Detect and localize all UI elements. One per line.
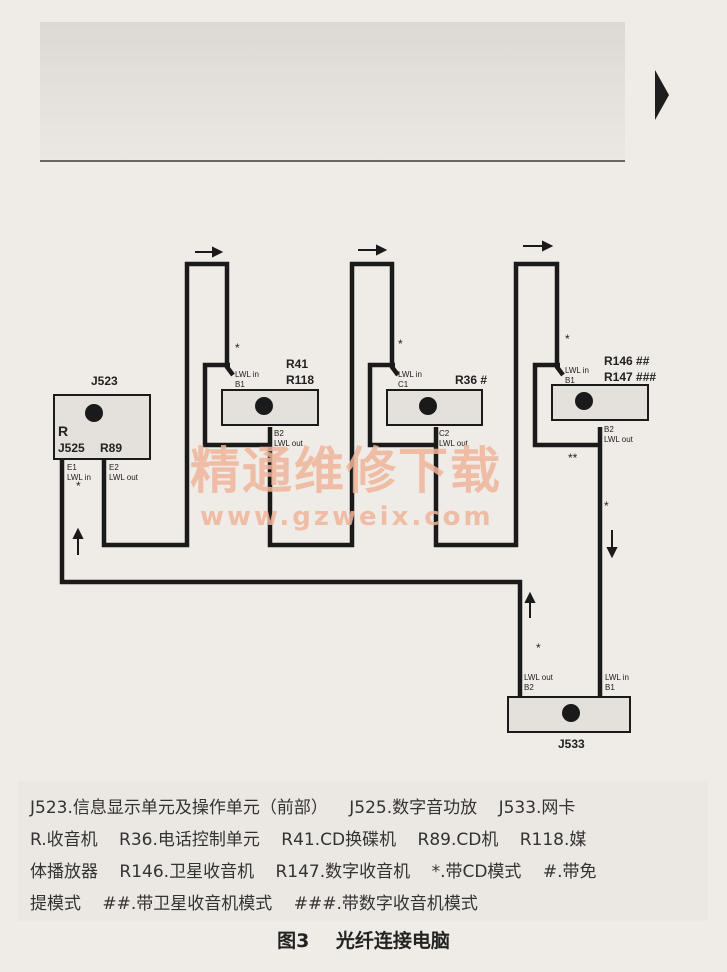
port-signal-label: LWL in — [565, 366, 589, 375]
double-star-mark: ** — [568, 451, 578, 465]
star-mark: * — [235, 341, 240, 355]
legend-item: J523.信息显示单元及操作单元（前部） — [30, 798, 328, 818]
figure-caption: 图3 光纤连接电脑 — [0, 926, 727, 953]
legend-line-1: J523.信息显示单元及操作单元（前部） J525.数字音功放 J533.网卡 — [30, 793, 591, 818]
faded-header-band — [40, 22, 625, 162]
port-label: B2 — [524, 683, 534, 692]
unit-box — [53, 394, 151, 460]
port-signal-label: LWL in — [67, 473, 91, 482]
port-label: E2 — [109, 463, 119, 472]
header-divider — [40, 160, 625, 162]
optical-connector-icon — [85, 404, 103, 422]
star-mark: * — [76, 479, 81, 493]
port-signal-label: LWL out — [524, 673, 554, 682]
fiber-j533-to-j523 — [59, 460, 523, 696]
port-label: B2 — [604, 425, 614, 434]
port-label: B2 — [274, 429, 284, 438]
arrow-right-icon — [358, 244, 388, 256]
legend-item: R146.卫星收音机 — [119, 862, 255, 882]
unit-inner-label: R — [58, 423, 68, 439]
legend-item: R118.媒 — [519, 830, 587, 850]
legend-item: ##.带卫星收音机模式 — [102, 894, 273, 914]
unit-r36: * LWL in C1 R36 # C2 LWL out — [386, 337, 487, 448]
legend-item: ###.带数字收音机模式 — [293, 894, 478, 914]
port-signal-label: LWL in — [605, 673, 629, 682]
direction-arrows — [72, 240, 618, 618]
optical-connector-icon — [575, 392, 593, 410]
figure-legend: J523.信息显示单元及操作单元（前部） J525.数字音功放 J533.网卡 … — [18, 781, 708, 921]
watermark-url: www.gzweix.com — [200, 502, 494, 532]
star-mark: * — [398, 337, 403, 351]
unit-label: R146 ## — [604, 354, 650, 368]
star-mark: * — [565, 332, 570, 346]
fiber-connection-diagram: J523 R J525 R89 E1 LWL in E2 LWL out * L… — [53, 240, 656, 751]
arrow-right-icon — [195, 246, 224, 258]
unit-box — [551, 384, 649, 421]
unit-j523: J523 R J525 R89 E1 LWL in E2 LWL out — [53, 374, 151, 482]
unit-r41: * LWL in B1 R41 R118 B2 LWL out — [221, 341, 319, 448]
fiber-r146-inner-loop — [532, 362, 600, 448]
port-label: B1 — [605, 683, 615, 692]
arrow-up-icon — [524, 591, 536, 618]
port-signal-label: LWL out — [604, 435, 634, 444]
unit-r146: * LWL in B1 R146 ## R147 ### B2 LWL out … — [551, 332, 656, 465]
legend-item: #.带免 — [542, 862, 597, 882]
fiber-r36-inner-loop — [367, 362, 436, 448]
arrow-up-icon — [72, 527, 84, 555]
arrow-right-icon — [523, 240, 554, 252]
arrow-down-icon — [606, 530, 618, 559]
legend-item: R147.数字收音机 — [275, 862, 411, 882]
port-label: B1 — [235, 380, 245, 389]
legend-item: R89.CD机 — [417, 830, 499, 850]
unit-label: R41 — [286, 357, 308, 371]
port-signal-label: LWL out — [109, 473, 139, 482]
legend-item: J533.网卡 — [498, 798, 576, 818]
fiber-r41-inner-loop — [202, 362, 270, 448]
optical-connector-icon — [562, 704, 580, 722]
unit-label: R118 — [286, 373, 314, 387]
star-mark: * — [604, 499, 609, 513]
watermark: 精通维修下载 www.gzweix.com — [190, 442, 502, 532]
unit-inner-label: J525 — [58, 441, 85, 455]
legend-line-3: 体播放器 R146.卫星收音机 R147.数字收音机 *.带CD模式 #.带免 — [30, 857, 613, 882]
port-signal-label: LWL in — [398, 370, 422, 379]
legend-item: 提模式 — [30, 894, 81, 914]
figure-number: 图3 — [277, 930, 310, 952]
legend-item: R.收音机 — [30, 830, 98, 850]
fiber-ring-lines — [59, 261, 603, 696]
optical-connector-icon — [255, 397, 273, 415]
unit-j533: J533 * * LWL out B2 LWL in B1 — [507, 499, 631, 751]
figure-title: 光纤连接电脑 — [335, 930, 450, 952]
port-signal-label: LWL in — [235, 370, 259, 379]
port-signal-label: LWL out — [439, 439, 469, 448]
unit-label: J523 — [91, 374, 118, 388]
optical-connector-icon — [419, 397, 437, 415]
legend-item: J525.数字音功放 — [349, 798, 478, 818]
port-label: C1 — [398, 380, 409, 389]
port-label: E1 — [67, 463, 77, 472]
port-label: C2 — [439, 429, 450, 438]
page-marker-triangle-icon — [655, 70, 669, 120]
legend-item: R41.CD换碟机 — [281, 830, 397, 850]
unit-label: R36 # — [455, 373, 487, 387]
unit-label: J533 — [558, 737, 585, 751]
unit-inner-label: R89 — [100, 441, 122, 455]
legend-line-4: 提模式 ##.带卫星收音机模式 ###.带数字收音机模式 — [30, 889, 494, 914]
port-label: B1 — [565, 376, 575, 385]
port-signal-label: LWL out — [274, 439, 304, 448]
star-mark: * — [536, 641, 541, 655]
legend-line-2: R.收音机 R36.电话控制单元 R41.CD换碟机 R89.CD机 R118.… — [30, 825, 602, 850]
legend-item: R36.电话控制单元 — [119, 830, 260, 850]
legend-item: 体播放器 — [30, 862, 98, 882]
watermark-text: 精通维修下载 — [190, 442, 502, 500]
unit-label: R147 ### — [604, 370, 656, 384]
legend-item: *.带CD模式 — [431, 862, 522, 882]
